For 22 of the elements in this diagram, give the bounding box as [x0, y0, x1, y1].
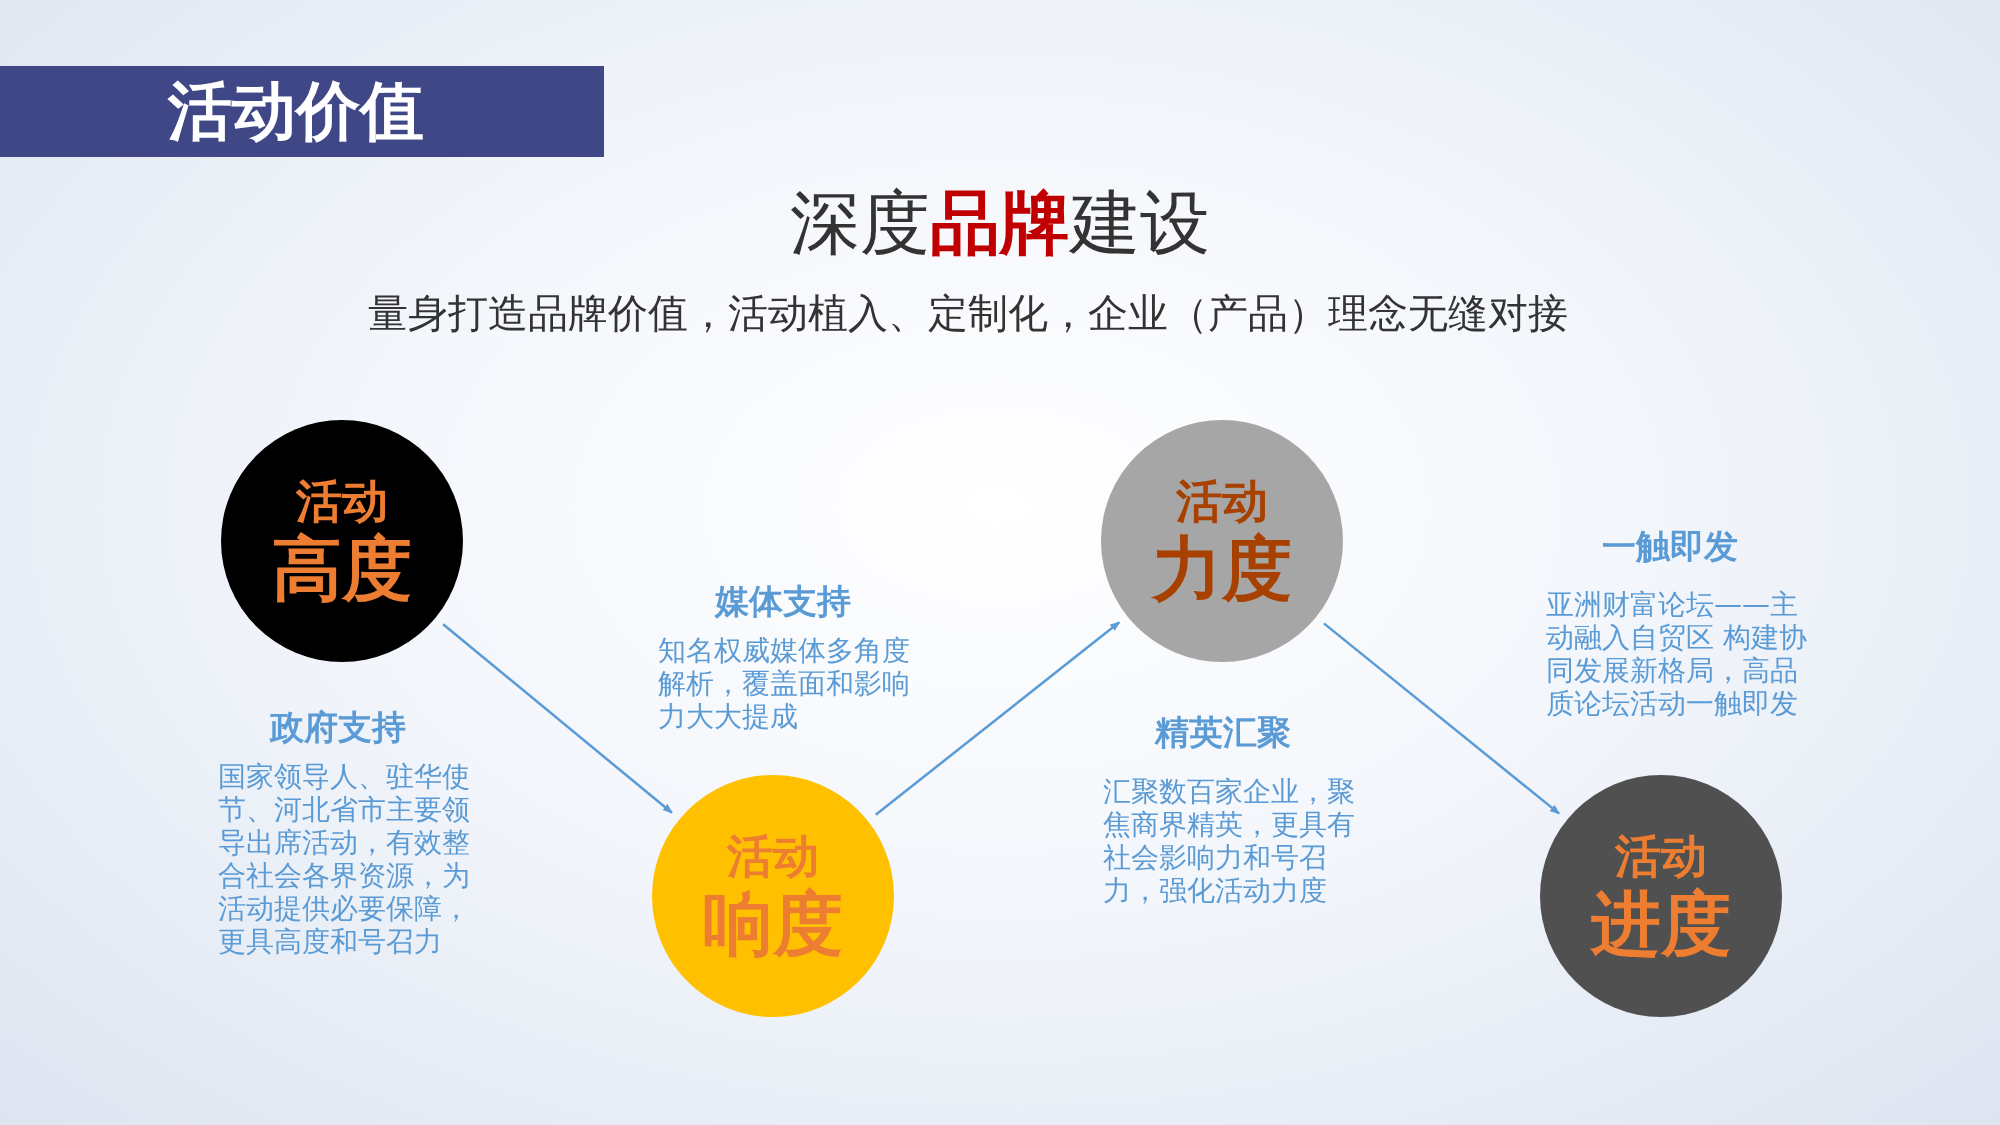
section-heading: 精英汇聚 — [1153, 711, 1292, 754]
description-text: 知名权威媒体多角度解析，覆盖面和影响力大大提成 — [658, 634, 911, 734]
node-title: 高度 — [272, 529, 412, 609]
node-title: 进度 — [1591, 884, 1731, 964]
description-text: 汇聚数百家企业，聚焦商界精英，更具有社会影响力和号召力，强化活动力度 — [1103, 775, 1356, 908]
node-label: 活动 — [1615, 828, 1707, 884]
arrow — [875, 621, 1120, 816]
section-heading: 一触即发 — [1601, 525, 1739, 568]
arrow — [442, 623, 673, 814]
node-title: 力度 — [1152, 529, 1292, 609]
section-heading: 媒体支持 — [713, 580, 852, 623]
node-label: 活动 — [727, 828, 819, 884]
node-label: 活动 — [296, 473, 388, 529]
node-label: 活动 — [1176, 473, 1268, 529]
section-heading: 政府支持 — [268, 706, 407, 749]
title-banner: 活动价值 — [0, 66, 604, 157]
description-text: 国家领导人、驻华使节、河北省市主要领导出席活动，有效整合社会各界资源，为活动提供必要保障，更具高度和号召力 — [218, 760, 471, 959]
heading: 深度品牌建设 — [789, 181, 1211, 266]
arrow — [1323, 622, 1560, 815]
node-title: 响度 — [703, 884, 843, 964]
description-text: 亚洲财富论坛——主动融入自贸区 构建协同发展新格局，高品质论坛活动一触即发 — [1546, 588, 1808, 721]
subtitle: 量身打造品牌价值，活动植入、定制化，企业（产品）理念无缝对接 — [367, 289, 1569, 338]
